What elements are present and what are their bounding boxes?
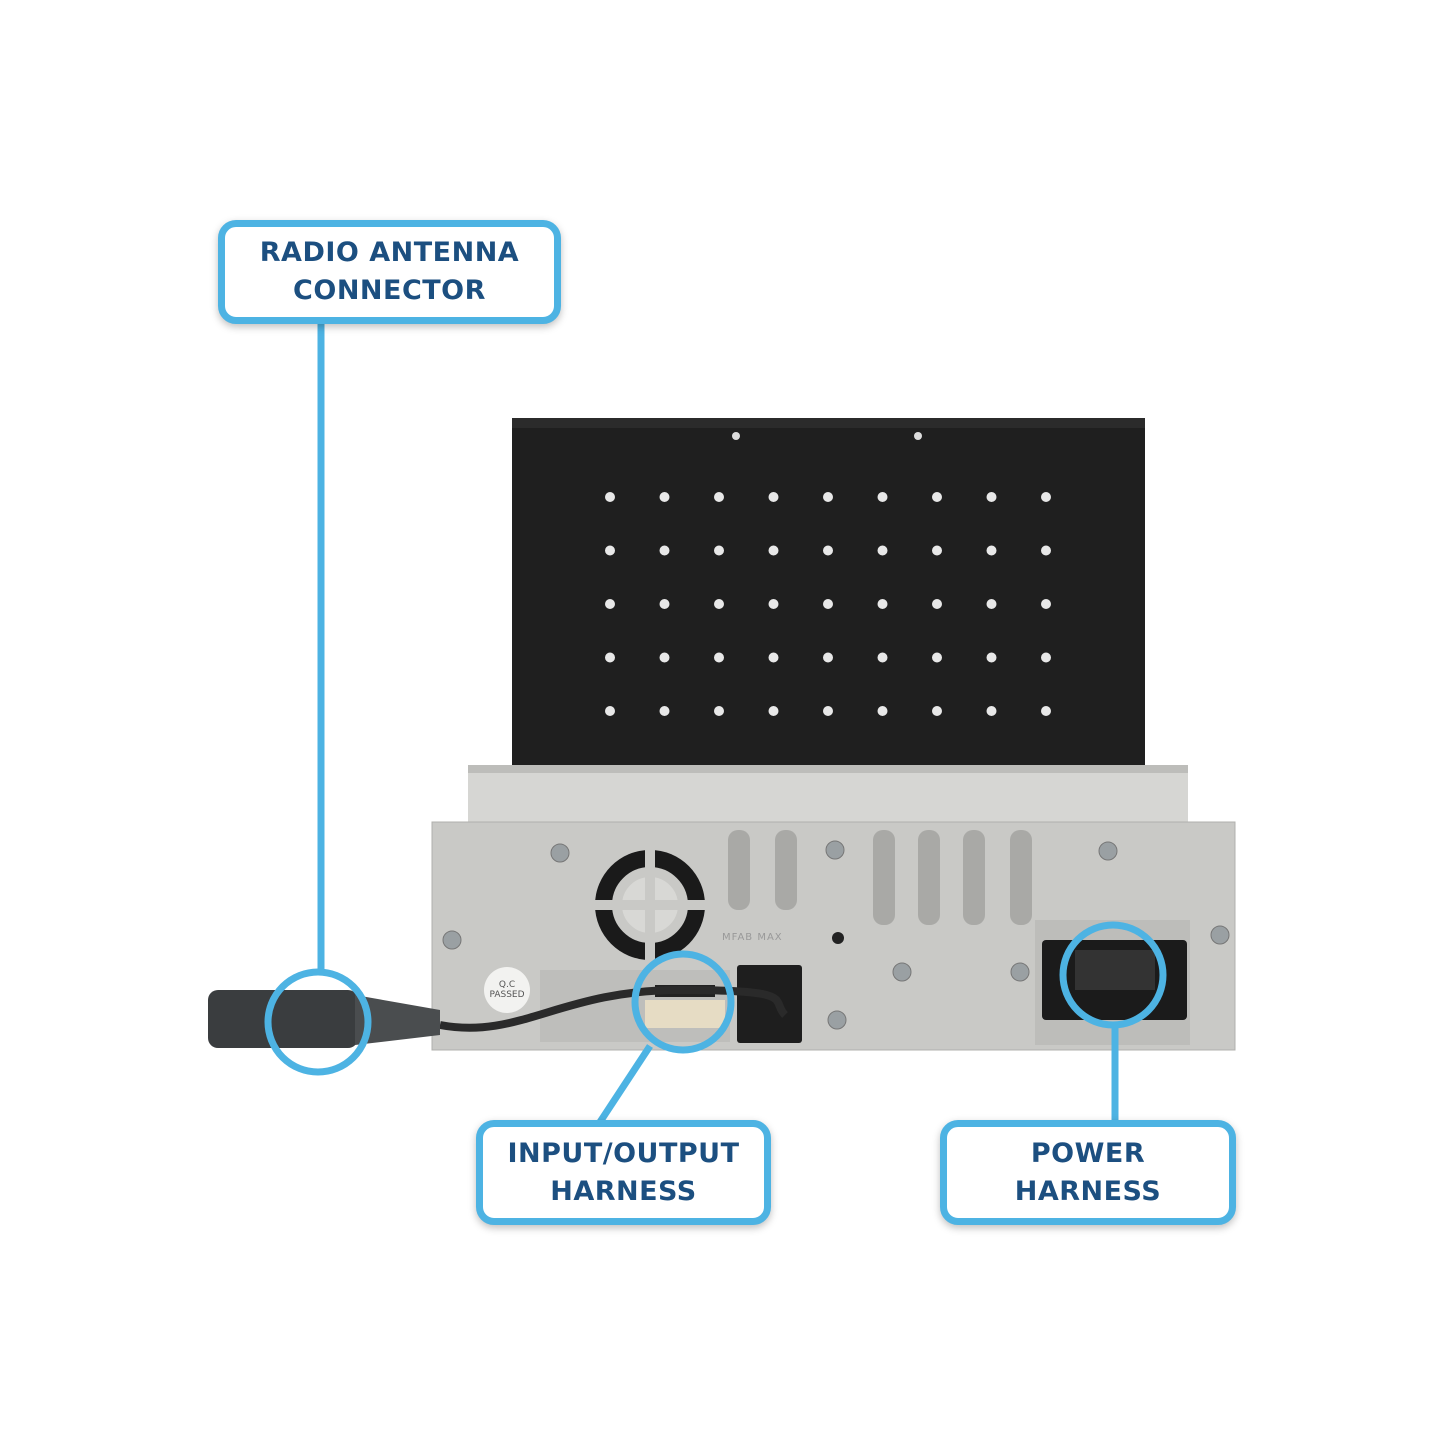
vent-dot xyxy=(877,492,888,502)
vent-dot xyxy=(986,706,997,716)
model-stamp: MFAB MAX xyxy=(722,932,783,943)
callout-line1: POWER xyxy=(1030,1137,1146,1169)
vent-dot xyxy=(659,652,670,663)
vent-slots xyxy=(728,830,1032,925)
vent-dot xyxy=(605,545,615,556)
vent-dot xyxy=(823,599,833,609)
vent-dot xyxy=(823,545,833,556)
vent-dot xyxy=(823,706,833,716)
vent-dot xyxy=(605,492,615,502)
vent-dot xyxy=(823,492,833,502)
vent-dot xyxy=(1041,706,1051,716)
vent-dot xyxy=(659,492,670,502)
vent-dot xyxy=(932,599,942,609)
vent-dot xyxy=(605,706,615,716)
antenna-plug xyxy=(208,990,440,1048)
callout-radio-antenna-connector: RADIO ANTENNA CONNECTOR xyxy=(218,220,561,324)
vent-dot xyxy=(1041,599,1051,609)
vent-dot xyxy=(823,652,833,663)
vent-dot xyxy=(768,492,779,502)
vent-dot xyxy=(932,492,942,502)
vent-dot xyxy=(1041,545,1051,556)
vent-dot xyxy=(877,652,888,663)
vent-dot xyxy=(714,706,724,716)
qc-passed-sticker: Q.C PASSED xyxy=(484,967,530,1013)
vent-dot xyxy=(877,545,888,556)
vent-dot xyxy=(1041,492,1051,502)
vent-dot xyxy=(714,652,724,663)
vent-dot-grid xyxy=(605,432,1051,716)
mount-hole xyxy=(914,432,922,440)
vent-dot xyxy=(714,599,724,609)
vent-dot xyxy=(986,545,997,556)
callout-line2: HARNESS xyxy=(1014,1175,1162,1207)
vent-dot xyxy=(877,706,888,716)
callout-io-harness: INPUT/OUTPUT HARNESS xyxy=(476,1120,771,1225)
callout-line2: HARNESS xyxy=(550,1175,697,1207)
vent-dot xyxy=(986,652,997,663)
vent-dot xyxy=(932,652,942,663)
vent-dot xyxy=(714,545,724,556)
callout-line1: RADIO ANTENNA xyxy=(259,237,520,268)
io-callout-line xyxy=(597,1044,653,1124)
vent-dot xyxy=(932,545,942,556)
flip-screen-back xyxy=(512,418,1145,768)
vent-dot xyxy=(768,545,779,556)
vent-dot xyxy=(932,706,942,716)
vent-dot xyxy=(714,492,724,502)
callout-line2: CONNECTOR xyxy=(293,275,486,306)
mount-hole xyxy=(732,432,740,440)
io-harness-socket xyxy=(645,1000,725,1028)
vent-dot xyxy=(605,652,615,663)
vent-dot xyxy=(659,599,670,609)
vent-dot xyxy=(768,652,779,663)
vent-dot xyxy=(768,706,779,716)
vent-dot xyxy=(986,599,997,609)
vent-dot xyxy=(986,492,997,502)
power-highlight-circle xyxy=(1059,921,1167,1029)
io-highlight-circle xyxy=(631,950,735,1054)
screws xyxy=(442,840,1230,1030)
vent-dot xyxy=(1041,652,1051,663)
vent-dot xyxy=(877,599,888,609)
vent-dot xyxy=(659,706,670,716)
antenna-highlight-circle xyxy=(264,968,372,1076)
callout-power-harness: POWER HARNESS xyxy=(940,1120,1236,1225)
vent-dot xyxy=(768,599,779,609)
chassis-top xyxy=(468,765,1188,827)
vent-dot xyxy=(605,599,615,609)
cooling-fan xyxy=(595,850,705,960)
rca-block xyxy=(737,965,802,1043)
vent-dot xyxy=(659,545,670,556)
callout-line1: INPUT/OUTPUT xyxy=(507,1137,740,1169)
